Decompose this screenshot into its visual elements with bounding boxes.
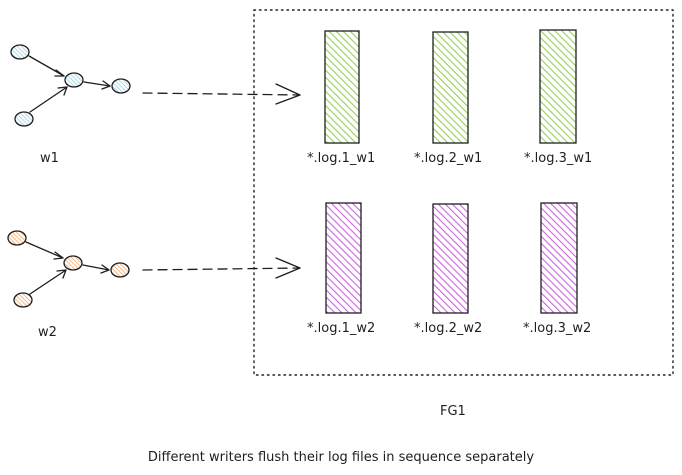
w2-node-output xyxy=(110,262,130,278)
writer-1-graph: w1 xyxy=(10,44,301,166)
writer-2-label: w2 xyxy=(38,325,57,340)
w2-node-merge xyxy=(63,255,83,271)
w1-node-output xyxy=(111,78,131,94)
w1-node-top xyxy=(10,44,30,60)
w2-flush-arrow xyxy=(142,267,301,271)
w2-log-file-1 xyxy=(325,202,362,314)
w1-log-file-2 xyxy=(432,31,469,144)
w2-log-file-3 xyxy=(540,202,578,314)
w1-node-bottom xyxy=(14,111,34,127)
w1-log-file-2-label: *.log.2_w1 xyxy=(414,151,482,166)
w1-log-file-1-label: *.log.1_w1 xyxy=(307,151,375,166)
writer-2-graph: w2 xyxy=(7,230,301,340)
w1-flush-arrow xyxy=(142,92,301,96)
w2-log-file-2-label: *.log.2_w2 xyxy=(414,321,482,336)
w2-log-file-3-label: *.log.3_w2 xyxy=(523,321,591,336)
arrowhead-icon xyxy=(54,69,65,77)
w2-log-file-1-label: *.log.1_w2 xyxy=(307,321,375,336)
arrowhead-icon xyxy=(101,80,111,90)
w2-node-top xyxy=(7,230,27,246)
w1-edge-bottom-to-merge xyxy=(29,86,68,113)
arrowhead-icon xyxy=(100,264,110,274)
w2-edge-top-to-merge xyxy=(25,241,64,259)
w1-edge-top-to-merge xyxy=(28,55,65,77)
arrowhead-icon xyxy=(275,257,301,279)
arrowhead-icon xyxy=(57,86,68,96)
w1-edge-merge-to-output xyxy=(83,81,111,87)
w1-log-file-3 xyxy=(539,29,577,144)
w2-edge-merge-to-output xyxy=(82,264,110,271)
fg1-label: FG1 xyxy=(440,404,466,419)
w1-node-merge xyxy=(64,72,84,88)
arrowhead-icon xyxy=(53,251,64,260)
w2-node-bottom xyxy=(13,292,33,308)
w2-log-file-2 xyxy=(432,203,469,314)
fg1-container xyxy=(253,9,674,376)
arrowhead-icon xyxy=(275,83,301,105)
writer-1-label: w1 xyxy=(40,151,59,166)
w1-log-file-1 xyxy=(324,30,360,144)
diagram-caption: Different writers flush their log files … xyxy=(148,450,534,465)
w2-edge-bottom-to-merge xyxy=(29,269,67,295)
arrowhead-icon xyxy=(56,269,67,279)
w1-log-file-3-label: *.log.3_w1 xyxy=(524,151,592,166)
